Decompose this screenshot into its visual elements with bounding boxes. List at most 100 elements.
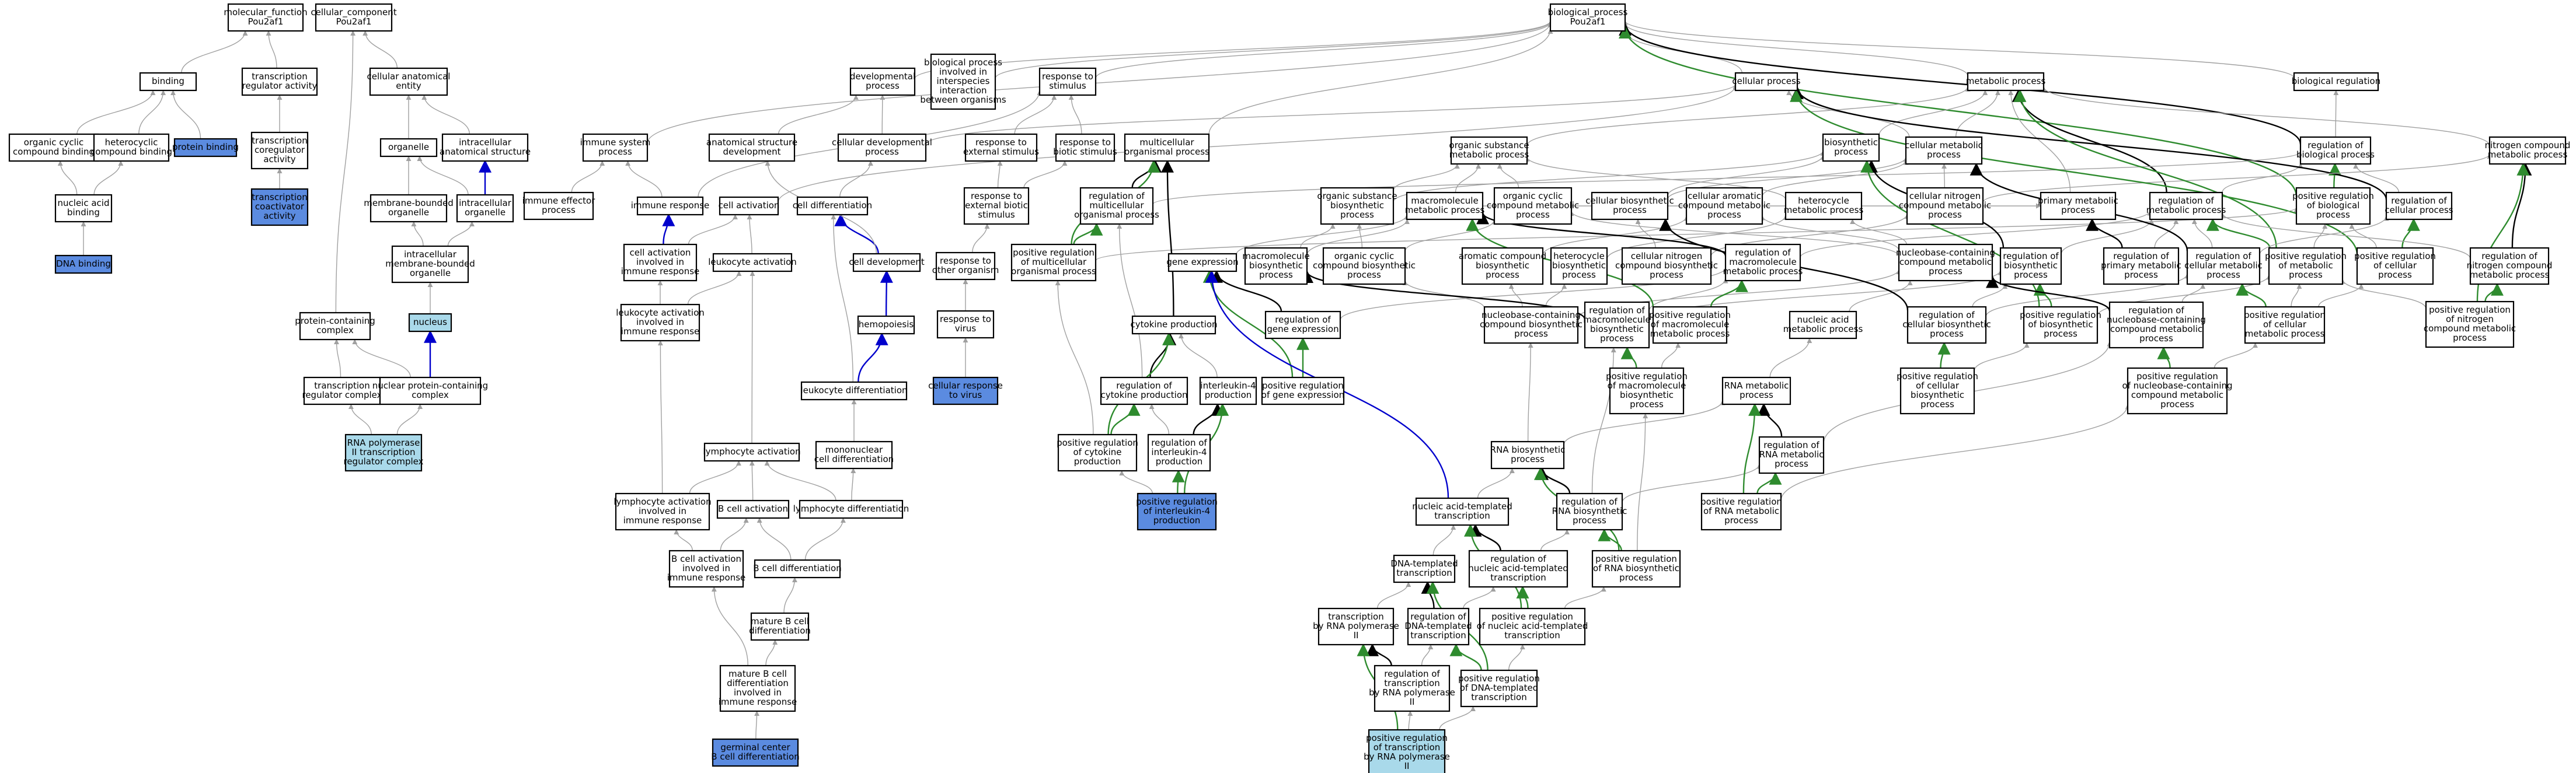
go-term-node-mp[interactable]: metabolic process xyxy=(1966,72,2046,92)
go-term-node-organelle[interactable]: organelle xyxy=(379,138,438,158)
go-term-node-nucleus[interactable]: nucleus xyxy=(408,313,452,333)
go-term-node-cytp[interactable]: cytokine production xyxy=(1130,315,1218,335)
go-term-node-cact[interactable]: cell activation xyxy=(719,196,780,216)
go-term-node-binding[interactable]: binding xyxy=(139,72,197,92)
go-term-node-lymact[interactable]: lymphocyte activation xyxy=(703,442,801,462)
go-term-node-ge[interactable]: gene expression xyxy=(1166,253,1239,272)
go-term-node-br[interactable]: biological regulation xyxy=(2292,72,2380,92)
go-term-node-cp[interactable]: cellular process xyxy=(1732,72,1801,92)
go-term-node-ir[interactable]: immune response xyxy=(631,196,710,216)
go-term-node-cdev[interactable]: cell development xyxy=(849,253,925,272)
go-term-node-bcd[interactable]: B cell differentiation xyxy=(753,559,842,579)
go-term-node-protb[interactable]: protein binding xyxy=(172,138,239,158)
go-term-node-regmbp[interactable]: regulation ofmacromoleculebiosyntheticpr… xyxy=(1583,301,1651,349)
go-term-node-hemo[interactable]: hemopoiesis xyxy=(857,315,915,335)
go-term-node-cdiff[interactable]: cell differentiation xyxy=(793,196,872,216)
